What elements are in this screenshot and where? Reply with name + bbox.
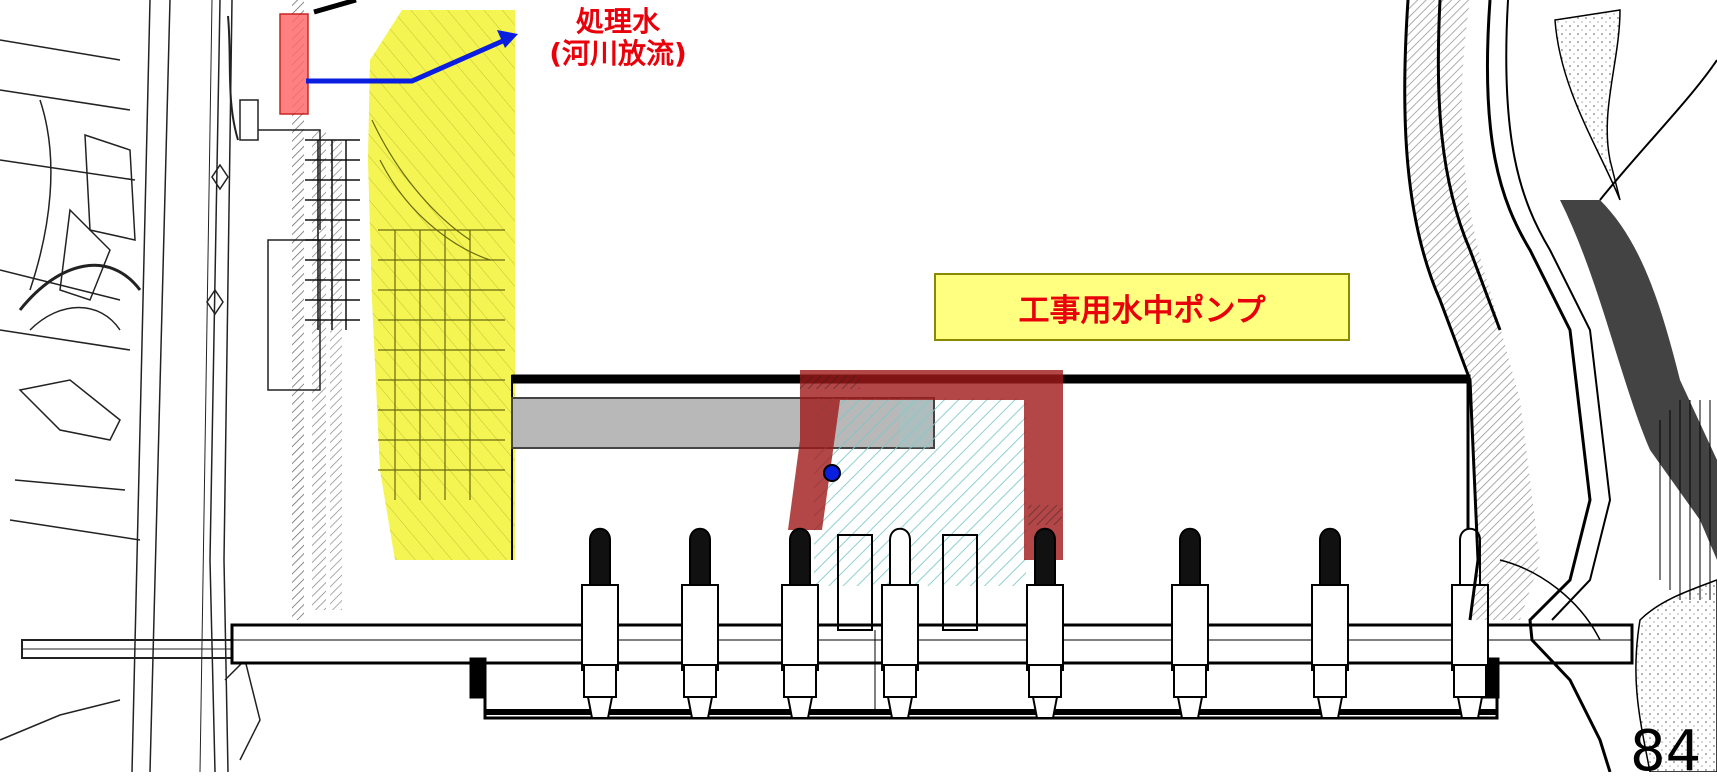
treated-water-facility — [279, 13, 309, 115]
pump-label-box: 工事用水中ポンプ — [934, 273, 1350, 341]
treated-water-label-line1: 処理水 — [575, 5, 660, 38]
right-river-banks — [1403, 0, 1717, 772]
treated-water-label-line2: (河川放流) — [549, 37, 687, 70]
pump-label: 工事用水中ポンプ — [1018, 292, 1266, 329]
pointer-line — [313, 0, 357, 15]
embankment-left — [292, 0, 342, 620]
intake-grid — [305, 139, 360, 330]
yellow-work-zone — [368, 10, 515, 560]
weir-piers — [581, 527, 1489, 719]
excavation-hatch-area — [814, 398, 1026, 586]
treated-water-label: 処理水 (河川放流) — [548, 6, 688, 70]
pump-marker-icon — [823, 464, 841, 482]
arrow-right-icon — [306, 30, 518, 84]
page-number: 84 — [1630, 719, 1702, 784]
